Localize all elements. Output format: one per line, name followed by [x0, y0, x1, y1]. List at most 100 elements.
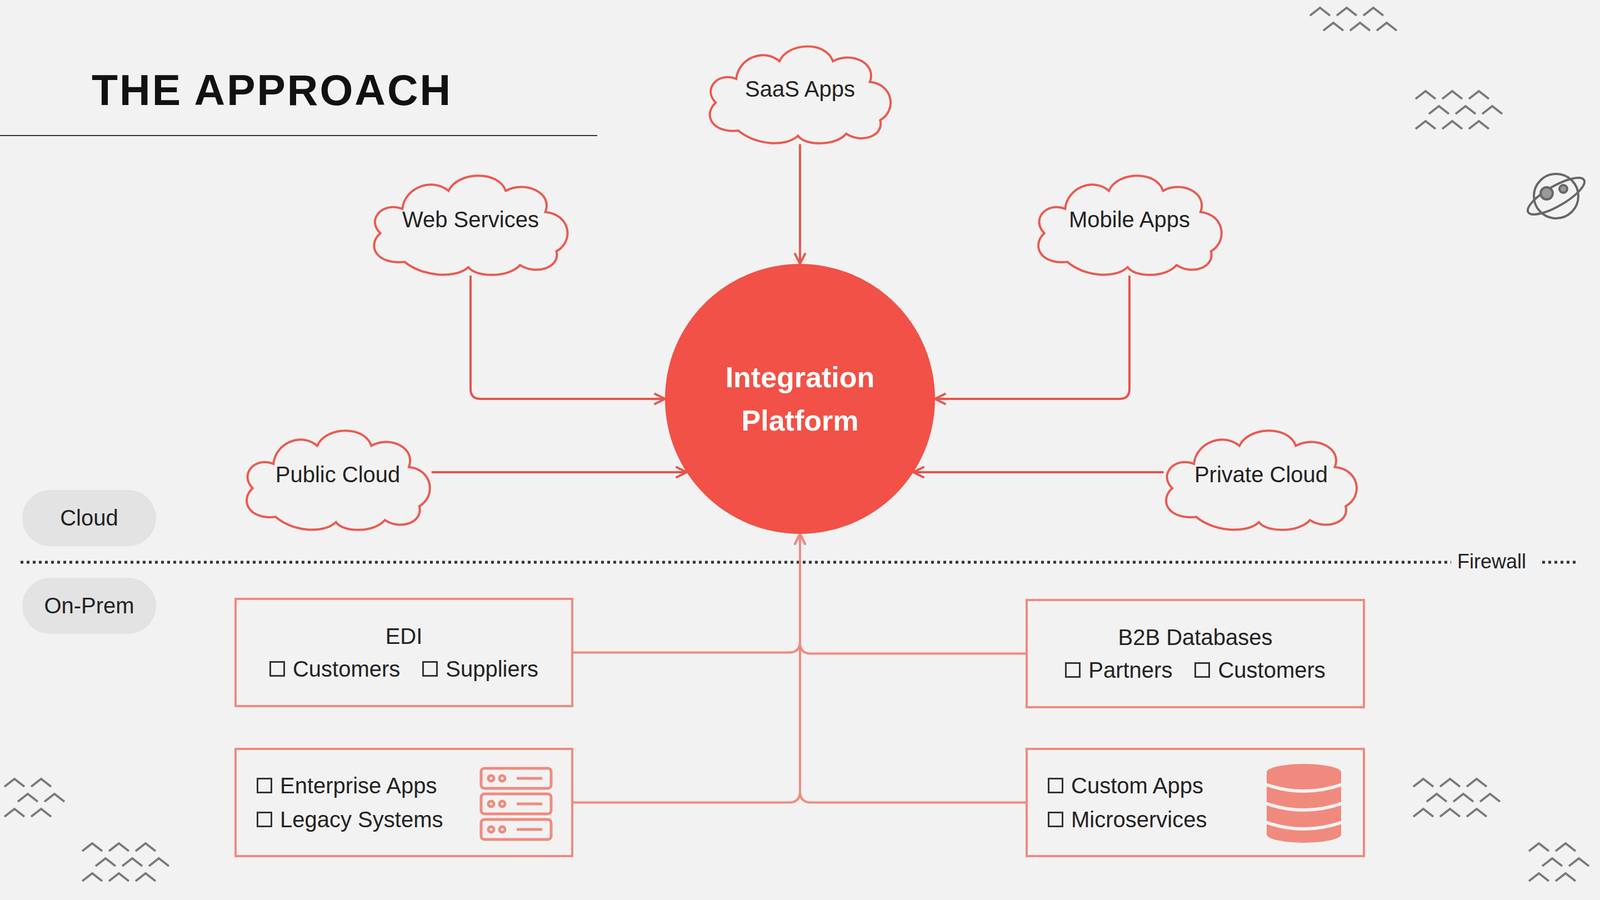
checkbox-item: Customers — [1194, 657, 1325, 683]
box-heading: B2B Databases — [1118, 625, 1273, 650]
item-text: Enterprise Apps — [280, 773, 437, 799]
system-box: Custom AppsMicroservices — [1025, 747, 1365, 858]
chevron — [1555, 843, 1576, 852]
checkbox — [1047, 777, 1064, 794]
checkbox-item: Partners — [1065, 657, 1173, 683]
chevron — [1468, 91, 1489, 99]
cloud-shape: Mobile Apps — [1025, 161, 1234, 278]
cloud-label: Mobile Apps — [1068, 207, 1190, 233]
chevron — [1336, 7, 1357, 16]
chevron — [108, 873, 129, 882]
system-box: Enterprise AppsLegacy Systems — [234, 747, 574, 858]
chevron — [1528, 873, 1549, 882]
chevron — [4, 808, 25, 817]
item-text: Partners — [1088, 657, 1173, 683]
platform-label: Integration Platform — [694, 355, 906, 443]
item-text: Customers — [1217, 657, 1325, 683]
chevron — [1415, 91, 1436, 99]
chevron — [135, 873, 156, 882]
checkbox — [422, 661, 438, 677]
firewall-line — [1542, 561, 1579, 564]
chevron — [1568, 858, 1589, 867]
checkbox — [1065, 662, 1081, 678]
zone-pill: On-Prem — [22, 577, 157, 634]
chevron — [122, 858, 143, 867]
connector — [798, 144, 802, 265]
chevron — [1323, 22, 1344, 31]
cloud-shape: Private Cloud — [1152, 416, 1370, 533]
checkbox — [1047, 811, 1064, 828]
checkbox-item: Microservices — [1047, 807, 1207, 833]
chevron — [1442, 121, 1463, 129]
checkbox-item: Custom Apps — [1047, 773, 1204, 799]
chevron — [1428, 106, 1449, 114]
cloud-label: Private Cloud — [1194, 462, 1328, 488]
connector — [431, 471, 687, 474]
chevron — [82, 843, 103, 852]
chevron — [1453, 793, 1474, 802]
chevron — [1528, 843, 1549, 852]
zone-label: On-Prem — [43, 593, 134, 619]
chevron-pattern — [4, 7, 1589, 882]
zone-pill: Cloud — [22, 490, 157, 547]
checkbox-row: Partners Customers — [1065, 657, 1326, 683]
chevron — [108, 843, 129, 852]
chevron — [1466, 808, 1487, 817]
box-heading: EDI — [385, 623, 423, 649]
connector — [573, 533, 800, 803]
chevron — [1440, 778, 1460, 787]
chevron — [1376, 22, 1397, 31]
cloud-shape: Web Services — [360, 161, 581, 278]
cloud-label: Public Cloud — [275, 462, 401, 488]
system-box: EDI Customers Suppliers — [234, 597, 574, 708]
server-icon — [481, 768, 552, 840]
chevron — [1413, 778, 1434, 787]
title-rule — [0, 135, 598, 137]
chevron — [44, 793, 65, 802]
chevron — [1466, 778, 1487, 787]
item-text: Legacy Systems — [280, 807, 443, 833]
checkbox — [256, 811, 273, 828]
database-icon — [1265, 763, 1343, 843]
chevron — [1542, 858, 1563, 867]
chevron — [148, 858, 169, 867]
connector — [800, 533, 1026, 803]
checkbox — [269, 661, 285, 677]
checkbox-item: Customers — [269, 656, 400, 682]
checkbox — [256, 777, 273, 794]
connector — [573, 533, 800, 653]
firewall-label: Firewall — [1453, 550, 1530, 574]
checkbox-item: Enterprise Apps — [256, 773, 437, 799]
chevron — [31, 808, 52, 817]
checkbox-item: Suppliers — [422, 656, 539, 682]
connector — [470, 275, 665, 399]
connector — [935, 275, 1130, 399]
item-text: Custom Apps — [1071, 773, 1204, 799]
chevron — [1363, 7, 1384, 16]
chevron — [31, 778, 52, 787]
chevron — [82, 873, 103, 882]
chevron — [1468, 121, 1489, 129]
cloud-shape: Public Cloud — [233, 416, 443, 533]
chevron — [1350, 22, 1370, 31]
chevron — [1555, 873, 1576, 882]
chevron — [1426, 793, 1447, 802]
chevron — [4, 778, 25, 787]
cloud-label: Web Services — [402, 207, 539, 233]
cloud-label: SaaS Apps — [745, 76, 855, 102]
page-title: THE APPROACH — [91, 65, 453, 115]
connector — [913, 471, 1164, 474]
chevron — [1415, 121, 1436, 129]
chevron — [95, 858, 116, 867]
item-text: Customers — [292, 656, 400, 682]
item-text: Microservices — [1071, 807, 1207, 833]
planet-icon — [1523, 171, 1589, 221]
chevron — [1440, 808, 1460, 817]
cloud-shape: SaaS Apps — [697, 32, 903, 147]
system-box: B2B DatabasesPartners Customers — [1025, 598, 1365, 709]
chevron — [1413, 808, 1434, 817]
connector — [800, 533, 1026, 654]
chevron — [1442, 91, 1463, 99]
chevron — [135, 843, 156, 852]
checkbox — [1194, 662, 1210, 678]
